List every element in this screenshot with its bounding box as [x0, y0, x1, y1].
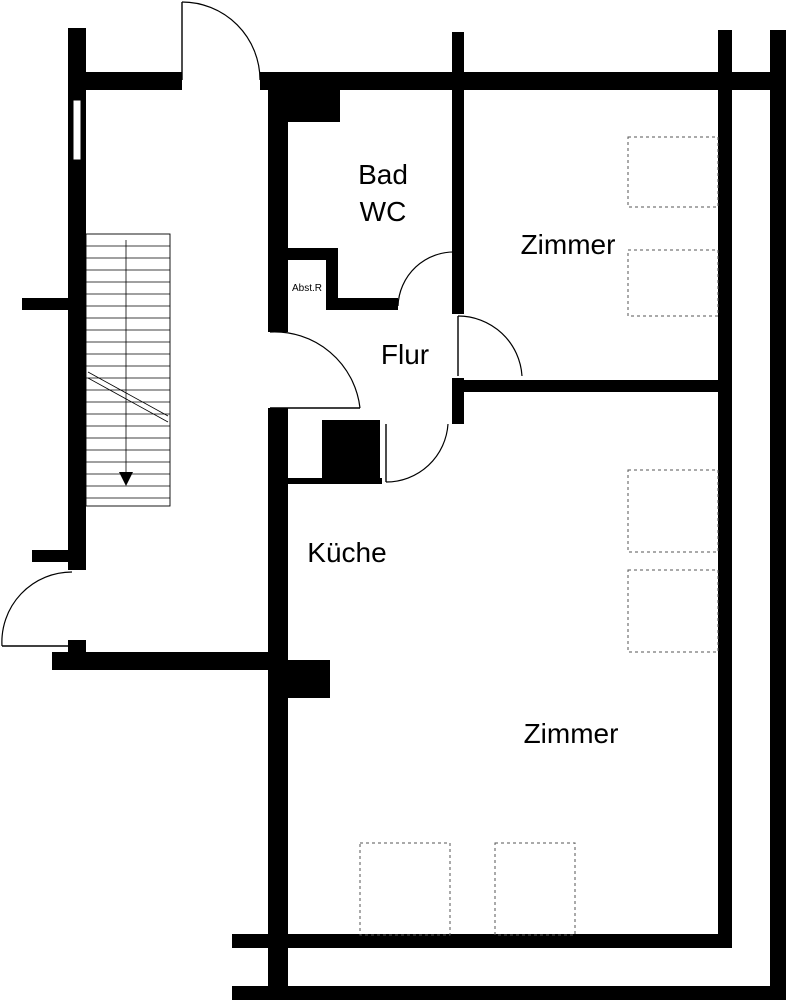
- label-flur: Flur: [381, 339, 429, 370]
- wall-block-bottom: [268, 660, 330, 698]
- radiator-bottom-1: [359, 842, 451, 936]
- wall-bath-zimmer: [452, 32, 464, 314]
- door-bath-arc: [397, 251, 457, 307]
- radiator-zimmer-top-1: [627, 136, 719, 208]
- wall-stairwell-left: [68, 28, 86, 570]
- walls: [22, 28, 786, 1000]
- staircase: [85, 233, 171, 507]
- stairwell-window: [72, 99, 82, 161]
- doors: [1, 1, 523, 647]
- wall-right-inner: [718, 30, 732, 945]
- door-apartment-arc: [269, 331, 361, 409]
- label-bad: Bad: [358, 159, 408, 190]
- staircase-break-line-2: [87, 377, 169, 423]
- wall-kitchen-top: [286, 478, 382, 484]
- label-zimmer-top: Zimmer: [521, 229, 616, 260]
- wall-zimmer-divider: [452, 380, 722, 392]
- staircase-outline: [85, 233, 171, 507]
- radiator-zimmer-bottom-2: [627, 569, 719, 653]
- radiator-zimmer-bottom-1: [627, 469, 719, 553]
- room-labels: Bad WC Abst.R Zimmer Flur Küche Zimmer: [292, 159, 618, 749]
- label-kueche: Küche: [307, 537, 386, 568]
- door-lower-left-arc: [1, 571, 73, 647]
- wall-right-outer: [770, 30, 786, 1000]
- radiators: [359, 136, 719, 936]
- wall-stairwell-bottom: [52, 652, 280, 670]
- wall-block-top: [268, 72, 340, 122]
- staircase-break-line-1: [87, 371, 169, 417]
- radiator-zimmer-top-2: [627, 249, 719, 317]
- wall-abst-right: [326, 248, 338, 310]
- staircase-arrow-icon: [119, 472, 133, 486]
- label-zimmer-bottom: Zimmer: [524, 718, 619, 749]
- wall-central-lower: [268, 408, 288, 1000]
- label-wc: WC: [360, 196, 407, 227]
- wall-top-main: [260, 72, 772, 90]
- label-abstellraum: Abst.R: [292, 283, 322, 294]
- wall-central-upper: [268, 72, 288, 332]
- wall-bottom-outer: [232, 986, 786, 1000]
- door-entrance-arc: [181, 1, 261, 81]
- door-zimmer-top-arc: [457, 315, 523, 377]
- wall-left-spur-bottom: [32, 550, 72, 562]
- chimney: [322, 420, 380, 482]
- wall-left-spur-top: [22, 298, 72, 310]
- wall-top-left: [68, 72, 182, 90]
- wall-bottom-inner: [232, 934, 732, 948]
- staircase-steps: [86, 245, 170, 499]
- door-kitchen-arc: [385, 423, 449, 483]
- wall-abst-bottom: [326, 298, 398, 310]
- radiator-bottom-2: [494, 842, 576, 936]
- wall-bath-bottom: [286, 248, 330, 260]
